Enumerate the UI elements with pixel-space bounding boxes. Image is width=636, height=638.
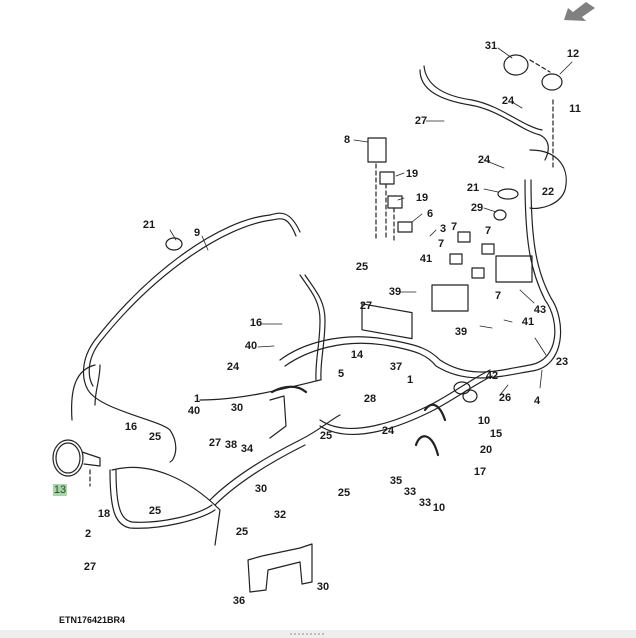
callout-20[interactable]: 20 (479, 444, 493, 456)
callout-25[interactable]: 25 (148, 431, 162, 443)
callout-43[interactable]: 43 (533, 304, 547, 316)
callout-9[interactable]: 9 (193, 227, 201, 239)
callout-6[interactable]: 6 (426, 208, 434, 220)
callout-39[interactable]: 39 (388, 286, 402, 298)
callout-30[interactable]: 30 (230, 402, 244, 414)
callout-36[interactable]: 36 (232, 595, 246, 607)
callout-27[interactable]: 27 (359, 300, 373, 312)
nav-arrow-down-left-icon[interactable] (562, 2, 596, 22)
callout-15[interactable]: 15 (489, 428, 503, 440)
callout-19[interactable]: 19 (405, 168, 419, 180)
callout-40[interactable]: 40 (187, 405, 201, 417)
callout-12[interactable]: 12 (566, 48, 580, 60)
callout-42[interactable]: 42 (485, 370, 499, 382)
harness-9 (84, 213, 300, 462)
callout-25[interactable]: 25 (319, 430, 333, 442)
callout-27[interactable]: 27 (83, 561, 97, 573)
bracket-36 (248, 544, 312, 592)
callout-22[interactable]: 22 (541, 186, 555, 198)
callout-30[interactable]: 30 (316, 581, 330, 593)
callout-35[interactable]: 35 (389, 475, 403, 487)
callout-7[interactable]: 7 (484, 225, 492, 237)
callout-24[interactable]: 24 (477, 154, 491, 166)
callout-8[interactable]: 8 (343, 134, 351, 146)
connector-43 (496, 256, 532, 282)
callout-33[interactable]: 33 (403, 486, 417, 498)
callout-32[interactable]: 32 (273, 509, 287, 521)
horn-13 (53, 440, 83, 476)
callout-24[interactable]: 24 (226, 361, 240, 373)
callout-21[interactable]: 21 (466, 182, 480, 194)
fuse-box (362, 304, 412, 339)
callout-21[interactable]: 21 (142, 219, 156, 231)
callout-25[interactable]: 25 (148, 505, 162, 517)
callout-14[interactable]: 14 (350, 349, 364, 361)
callout-16[interactable]: 16 (124, 421, 138, 433)
callout-13[interactable]: 13 (52, 484, 68, 496)
callout-40[interactable]: 40 (244, 340, 258, 352)
callout-4[interactable]: 4 (533, 395, 541, 407)
callout-17[interactable]: 17 (473, 466, 487, 478)
callout-19[interactable]: 19 (415, 192, 429, 204)
callout-5[interactable]: 5 (337, 368, 345, 380)
callout-11[interactable]: 11 (569, 103, 581, 115)
callout-3[interactable]: 3 (439, 223, 447, 235)
harness-lower (320, 370, 490, 428)
callout-1[interactable]: 1 (406, 374, 414, 386)
harness-top-right (420, 70, 548, 160)
callout-25[interactable]: 25 (337, 487, 351, 499)
callout-1[interactable]: 1 (193, 393, 201, 405)
callout-7[interactable]: 7 (494, 290, 502, 302)
callout-18[interactable]: 18 (97, 508, 111, 520)
callout-33[interactable]: 33 (418, 497, 432, 509)
callout-10[interactable]: 10 (477, 415, 491, 427)
callout-27[interactable]: 27 (208, 437, 222, 449)
callout-38[interactable]: 38 (224, 439, 238, 451)
callout-16[interactable]: 16 (249, 317, 263, 329)
harness-9-inner (89, 219, 296, 386)
callout-30[interactable]: 30 (254, 483, 268, 495)
callout-29[interactable]: 29 (470, 202, 484, 214)
callout-7[interactable]: 7 (450, 221, 458, 233)
callout-23[interactable]: 23 (555, 356, 569, 368)
callout-34[interactable]: 34 (240, 443, 254, 455)
callout-27[interactable]: 27 (414, 115, 428, 127)
callout-7[interactable]: 7 (437, 238, 445, 250)
callout-41[interactable]: 41 (521, 316, 535, 328)
callout-28[interactable]: 28 (363, 393, 377, 405)
callout-31[interactable]: 31 (484, 40, 498, 52)
callout-26[interactable]: 26 (498, 392, 512, 404)
callout-39[interactable]: 39 (454, 326, 468, 338)
callout-25[interactable]: 25 (235, 526, 249, 538)
figure-reference-code: ETN176421BR4 (59, 615, 126, 625)
callout-41[interactable]: 41 (419, 253, 433, 265)
callout-37[interactable]: 37 (389, 361, 403, 373)
callout-10[interactable]: 10 (432, 502, 446, 514)
callout-24[interactable]: 24 (381, 425, 395, 437)
harness-center (280, 180, 555, 372)
callout-25[interactable]: 25 (355, 261, 369, 273)
callout-24[interactable]: 24 (501, 95, 515, 107)
callout-2[interactable]: 2 (84, 528, 92, 540)
resize-grip-handle[interactable] (290, 633, 324, 635)
